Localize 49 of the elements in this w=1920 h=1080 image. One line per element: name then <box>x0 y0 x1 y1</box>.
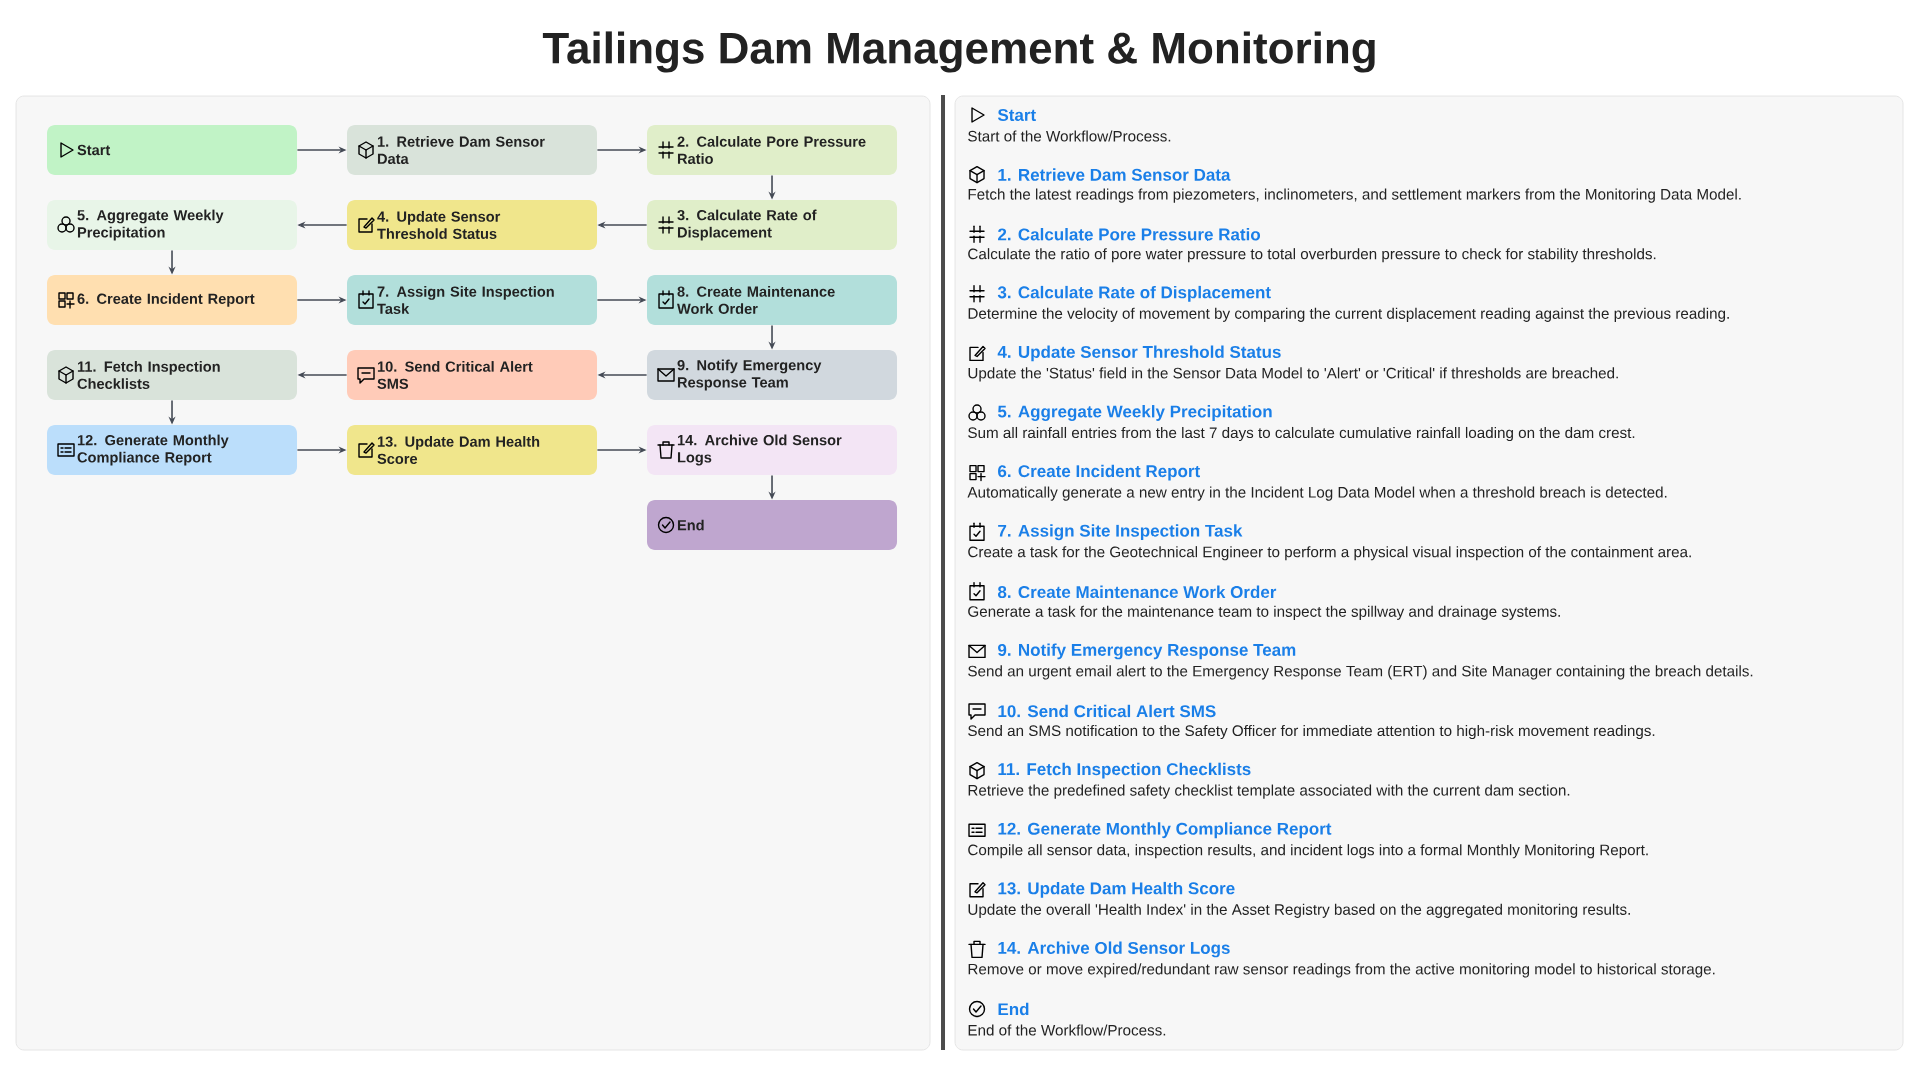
step-description: Fetch the latest readings from piezometers, inclinometers, and settlement markers from the Monitoring Data Model. <box>968 188 1741 203</box>
process-box: 8. Create Maintenance Work Order <box>647 275 897 325</box>
step-description: Calculate the ratio of pore water pressure to total overburden pressure to check for stability thresholds. <box>968 248 1656 263</box>
step-heading: End <box>998 1002 1029 1016</box>
process-box: 7. Assign Site Inspection Task <box>347 275 597 325</box>
step-description: Remove or move expired/redundant raw sensor readings from the active monitoring model to historical storage. <box>968 963 1715 978</box>
step-description: Update the overall 'Health Index' in the Asset Registry based on the aggregated monitoring results. <box>968 903 1630 918</box>
process-box: 10. Send Critical Alert SMS <box>347 350 597 400</box>
process-box: 5. Aggregate Weekly Precipitation <box>47 200 297 250</box>
process-box: 12. Generate Monthly Compliance Report <box>47 425 297 475</box>
title: Tailings Dam Management & Monitoring <box>542 31 1375 73</box>
step-heading: 13. Update Dam Health Score <box>998 881 1235 898</box>
terminal-box: Start <box>47 125 297 175</box>
process-box: 11. Fetch Inspection Checklists <box>47 350 297 400</box>
step-description: Send an SMS notification to the Safety Officer for immediate attention to high-risk movement readings. <box>968 724 1655 740</box>
step-description: Generate a task for the maintenance team to inspect the spillway and drainage systems. <box>968 605 1560 620</box>
step-heading: 12. Generate Monthly Compliance Report <box>998 822 1332 839</box>
step-heading: 1. Retrieve Dam Sensor Data <box>998 168 1231 181</box>
step-description: Sum all rainfall entries from the last 7 days to calculate cumulative rainfall loading on the dam crest. <box>968 426 1635 442</box>
step-heading: 9. Notify Emergency Response Team <box>998 643 1296 660</box>
process-box: 3. Calculate Rate of Displacement <box>647 200 897 250</box>
step-description: Create a task for the Geotechnical Engineer to perform a physical visual inspection of the containment area. <box>968 546 1691 561</box>
step-heading: 14. Archive Old Sensor Logs <box>998 941 1230 958</box>
step-heading: 3. Calculate Rate of Displacement <box>997 285 1271 302</box>
process-box: 13. Update Dam Health Score <box>347 425 597 475</box>
step-description: Send an urgent email alert to the Emergency Response Team (ERT) and Site Manager containing the breach details. <box>968 665 1753 680</box>
process-box: 4. Update Sensor Threshold Status <box>347 200 597 250</box>
step-description: Automatically generate a new entry in the Incident Log Data Model when a threshold breach is detected. <box>967 486 1667 501</box>
step-description: Start of the Workflow/Process. <box>968 130 1171 142</box>
step-description: End of the Workflow/Process. <box>968 1024 1166 1036</box>
step-description: Retrieve the predefined safety checklist template associated with the current dam section. <box>968 784 1570 799</box>
step-heading: 2. Calculate Pore Pressure Ratio <box>998 227 1260 241</box>
process-box: 6. Create Incident Report <box>47 275 297 325</box>
step-heading: Start <box>997 109 1036 121</box>
process-box: 2. Calculate Pore Pressure Ratio <box>647 125 897 175</box>
process-box: 14. Archive Old Sensor Logs <box>647 425 897 475</box>
step-description: Update the 'Status' field in the Sensor Data Model to 'Alert' or 'Critical' if thresholds are breached. <box>968 367 1618 382</box>
step-description: Compile all sensor data, inspection results, and incident logs into a formal Monthly Monitoring Report. <box>968 844 1648 859</box>
step-description: Determine the velocity of movement by comparing the current displacement reading against the previous reading. <box>968 307 1729 322</box>
step-heading: 11. Fetch Inspection Checklists <box>998 762 1251 779</box>
terminal-box: End <box>647 500 897 550</box>
step-heading: 10. Send Critical Alert SMS <box>998 704 1216 718</box>
step-heading: 5. Aggregate Weekly Precipitation <box>997 405 1272 421</box>
step-heading: 7. Assign Site Inspection Task <box>998 524 1243 541</box>
process-box: 1. Retrieve Dam Sensor Data <box>347 125 597 175</box>
step-heading: 6. Create Incident Report <box>998 464 1200 481</box>
step-heading: 8. Create Maintenance Work Order <box>997 585 1277 599</box>
process-box: 9. Notify Emergency Response Team <box>647 350 897 400</box>
step-heading: 4. Update Sensor Threshold Status <box>997 345 1281 362</box>
